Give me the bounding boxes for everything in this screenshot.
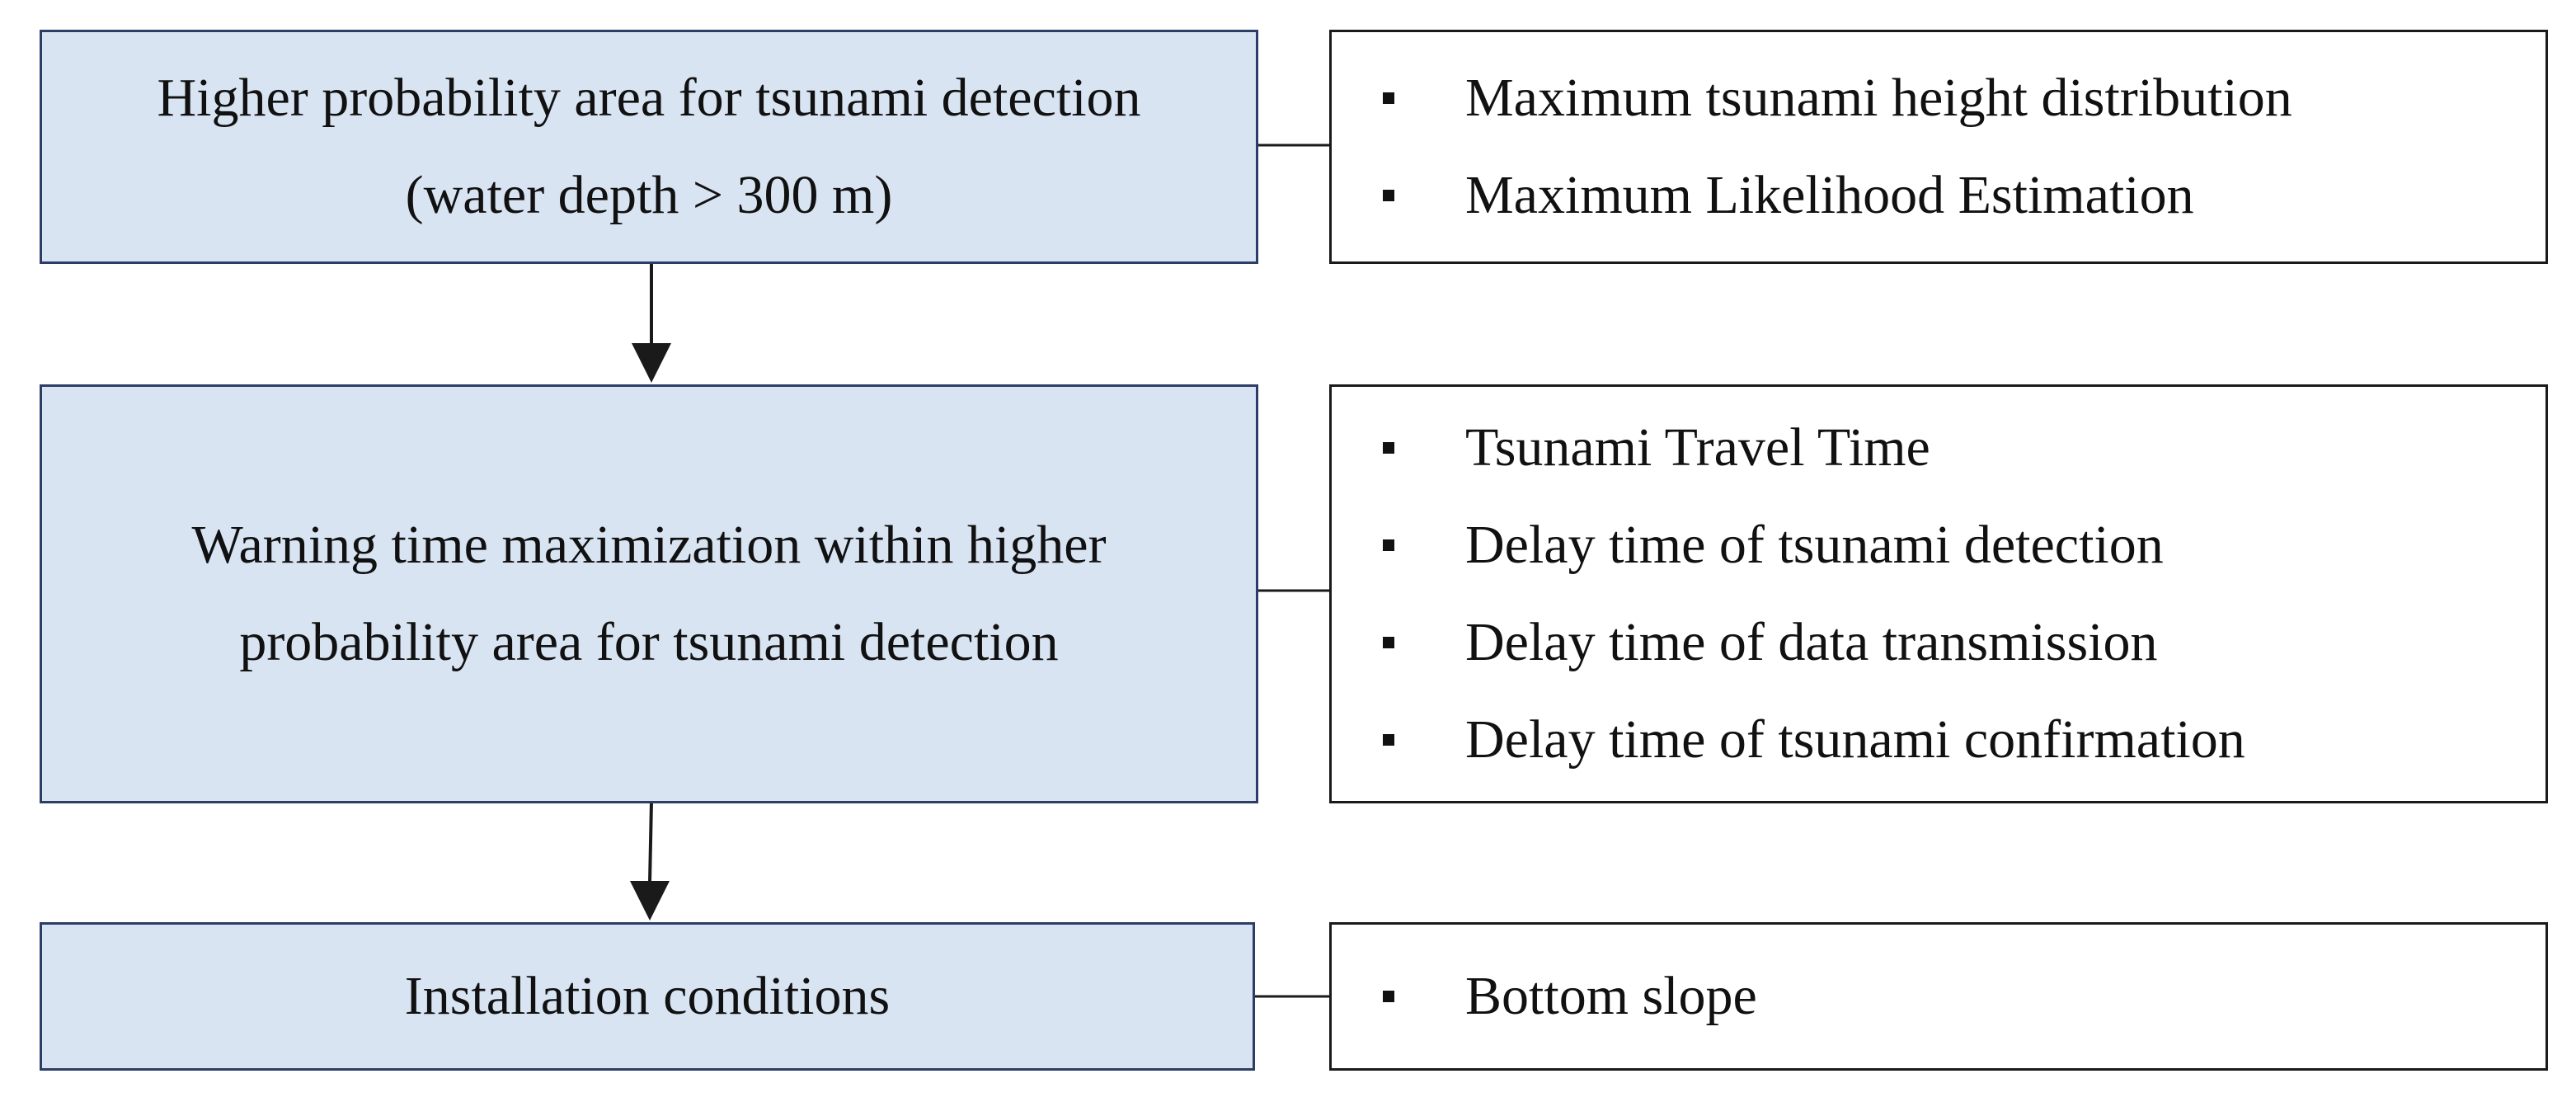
step-box-1: Higher probability area for tsunami dete… [40, 30, 1258, 264]
step-1-line-1: Higher probability area for tsunami dete… [157, 68, 1141, 128]
step-3-line-1: Installation conditions [404, 966, 891, 1026]
detail-text: Delay time of tsunami detection [1465, 515, 2164, 575]
detail-item: Delay time of data transmission [1383, 594, 2545, 691]
detail-box-2: Tsunami Travel Time Delay time of tsunam… [1329, 384, 2548, 803]
bullet-icon [1383, 442, 1394, 454]
bullet-icon [1383, 539, 1394, 551]
detail-text: Delay time of data transmission [1465, 612, 2158, 672]
detail-text: Delay time of tsunami confirmation [1465, 709, 2245, 770]
detail-list-3: Bottom slope [1332, 948, 2545, 1045]
detail-box-3: Bottom slope [1329, 922, 2548, 1071]
detail-item: Delay time of tsunami confirmation [1383, 691, 2545, 789]
bullet-icon [1383, 734, 1394, 746]
step-2-line-1: Warning time maximization within higher [191, 515, 1107, 575]
arrow-step1-to-step2 [632, 262, 671, 383]
step-2-line-2: probability area for tsunami detection [239, 612, 1059, 672]
detail-list-2: Tsunami Travel Time Delay time of tsunam… [1332, 399, 2545, 789]
step-2-text: Warning time maximization within higher … [191, 497, 1106, 691]
bullet-icon [1383, 637, 1394, 648]
detail-item: Maximum tsunami height distribution [1383, 49, 2545, 147]
detail-item: Maximum Likelihood Estimation [1383, 147, 2545, 244]
detail-text: Bottom slope [1465, 966, 1757, 1026]
step-box-2: Warning time maximization within higher … [40, 384, 1258, 803]
step-1-line-2: (water depth > 300 m) [405, 165, 893, 225]
bullet-icon [1383, 190, 1394, 201]
bullet-icon [1383, 991, 1394, 1002]
step-1-text: Higher probability area for tsunami dete… [157, 49, 1140, 244]
detail-text: Maximum tsunami height distribution [1465, 68, 2292, 128]
detail-item: Tsunami Travel Time [1383, 399, 2545, 497]
detail-item: Delay time of tsunami detection [1383, 497, 2545, 594]
detail-list-1: Maximum tsunami height distribution Maxi… [1332, 49, 2545, 244]
detail-item: Bottom slope [1383, 948, 2545, 1045]
bullet-icon [1383, 92, 1394, 104]
arrow-step2-to-step3 [630, 801, 670, 921]
step-3-text: Installation conditions [405, 948, 890, 1045]
detail-box-1: Maximum tsunami height distribution Maxi… [1329, 30, 2548, 264]
step-box-3: Installation conditions [40, 922, 1255, 1071]
detail-text: Maximum Likelihood Estimation [1465, 165, 2194, 225]
detail-text: Tsunami Travel Time [1465, 417, 1930, 478]
